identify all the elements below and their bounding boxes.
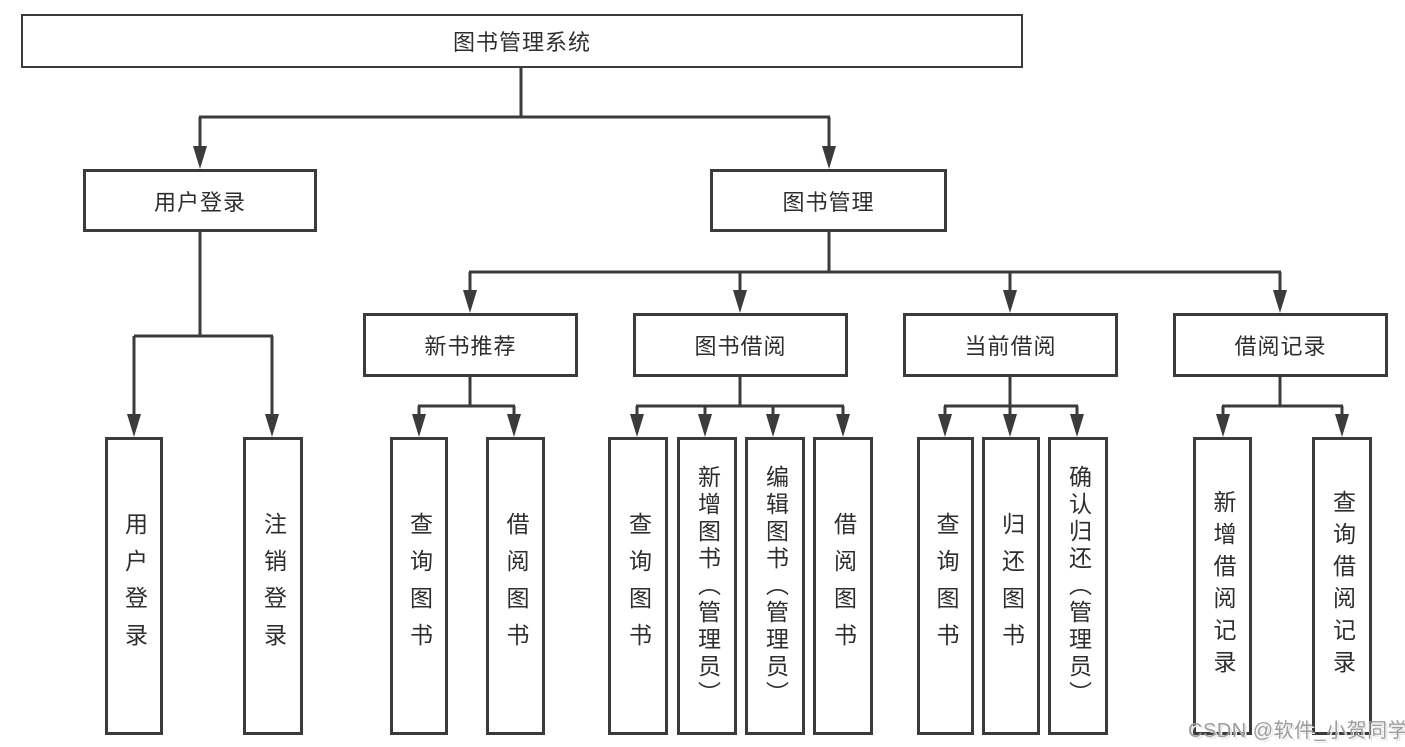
node-borrow-records: 借阅记录 [1173,313,1388,377]
leaf-query-books-3: 查询图书 [917,437,974,735]
leaf-query-borrow-record: 查询借阅记录 [1312,437,1372,735]
node-current-borrowing: 当前借阅 [903,313,1118,377]
leaf-borrow-books-2: 借阅图书 [813,437,873,735]
leaf-return-books: 归还图书 [982,437,1040,735]
leaf-query-books-2: 查询图书 [608,437,668,735]
leaf-add-borrow-record: 新增借阅记录 [1193,437,1252,735]
csdn-watermark: CSDN @软件_小贺同学 [1188,720,1405,742]
node-user-login: 用户登录 [83,169,317,232]
node-new-book-recommend: 新书推荐 [363,313,578,377]
node-book-borrowing: 图书借阅 [633,313,848,377]
leaf-borrow-books-1: 借阅图书 [486,437,545,735]
node-root-library-system: 图书管理系统 [21,14,1023,68]
leaf-logout: 注销登录 [243,437,303,735]
leaf-edit-books-admin: 编辑图书（管理员） [745,437,805,735]
node-book-management: 图书管理 [710,169,947,232]
leaf-query-books-1: 查询图书 [390,437,448,735]
leaf-confirm-return-admin: 确认归还（管理员） [1048,437,1108,735]
leaf-user-login: 用户登录 [105,437,163,735]
leaf-add-books-admin: 新增图书（管理员） [677,437,737,735]
